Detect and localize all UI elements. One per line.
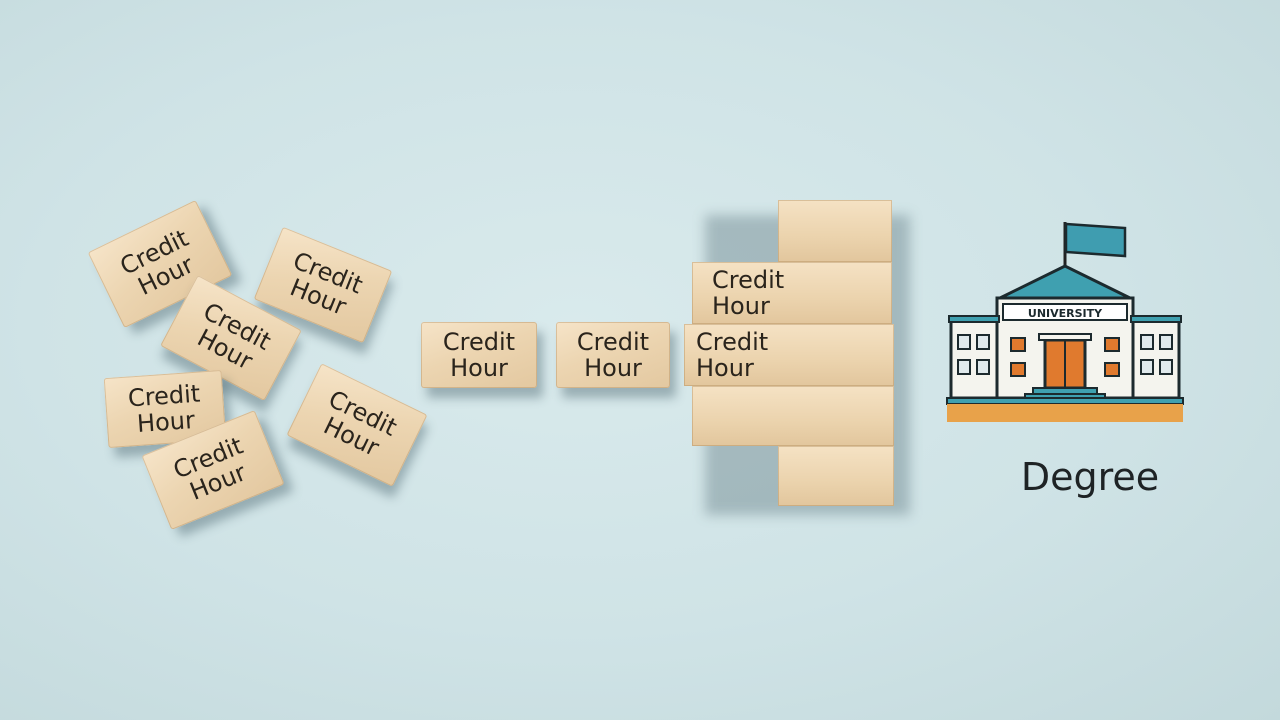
block-text-line2: Hour [696,354,754,382]
block-text-line2: Hour [136,405,196,438]
stack-block-top [778,200,892,262]
main-windows [1010,337,1120,377]
degree-label: Degree [1020,455,1160,499]
credit-hour-block: Credit Hour [556,322,670,388]
university-building-icon: UNIVERSITY [946,222,1184,422]
block-text-line2: Hour [712,292,770,320]
block-text-line1: Credit [696,328,769,356]
roof [999,264,1131,300]
ground-base [947,404,1183,422]
right-wing-roof [1130,315,1182,323]
block-text-line1: Credit [442,328,516,356]
base-stripe [946,397,1184,405]
stack-block-bottom [778,446,894,506]
credit-hour-block: Credit Hour [421,322,537,388]
flag-icon [1064,222,1127,258]
credit-hour-block: Credit Hour [286,363,428,487]
left-wing-roof [948,315,1000,323]
credit-hour-stack-block: Credit Hour [692,262,892,324]
block-text-line2: Hour [450,354,508,382]
block-text-line1: Credit [576,328,650,356]
block-text-line1: Credit [712,266,785,294]
wing-windows [957,334,1173,375]
university-sign-text: UNIVERSITY [1028,307,1103,320]
sign-board [1002,303,1128,321]
block-text-line2: Hour [584,354,642,382]
credit-hour-stack-block: Credit Hour [684,324,894,386]
stack-block-plain [692,386,894,446]
